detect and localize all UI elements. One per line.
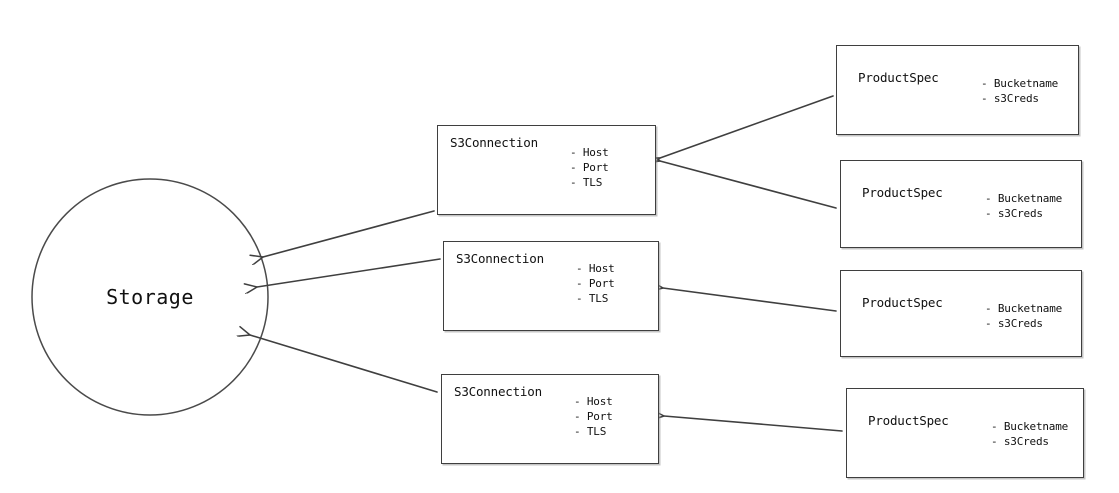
productspec-box-4[interactable] xyxy=(846,388,1084,478)
storage-circle-shape[interactable] xyxy=(31,178,269,416)
productspec-2-to-s3connection-1 xyxy=(660,161,837,209)
storage-node-label: Storage xyxy=(106,285,194,309)
field-item: - Port xyxy=(570,160,609,174)
productspec-fields-4: - Bucketname- s3Creds xyxy=(991,420,1068,450)
field-item: - Bucketname xyxy=(985,302,1063,315)
productspec-4-to-s3connection-3 xyxy=(664,416,843,432)
productspec-fields-3: - Bucketname- s3Creds xyxy=(985,302,1062,332)
productspec-title-3: ProductSpec xyxy=(862,295,943,310)
productspec-title-4: ProductSpec xyxy=(868,413,949,428)
field-item: - Host xyxy=(576,262,615,275)
field-item: - s3Creds xyxy=(981,91,1039,105)
field-item: - s3Creds xyxy=(985,206,1043,220)
s3connection-2-to-storage xyxy=(257,258,441,287)
productspec-1-to-s3connection-1 xyxy=(660,95,834,158)
field-item: - TLS xyxy=(574,424,607,438)
s3connection-fields-2: - Host- Port- TLS xyxy=(576,262,615,307)
s3connection-fields-1: - Host- Port- TLS xyxy=(570,146,609,191)
s3connection-box-1[interactable] xyxy=(437,125,656,215)
productspec-title-1: ProductSpec xyxy=(858,70,939,85)
field-item: - Bucketname xyxy=(981,77,1059,90)
connector-arrow-layer xyxy=(250,95,843,432)
s3connection-title-1: S3Connection xyxy=(450,135,538,150)
field-item: - Bucketname xyxy=(991,420,1069,433)
productspec-box-1[interactable] xyxy=(836,45,1079,135)
s3connection-3-to-storage xyxy=(250,335,438,393)
field-item: - Host xyxy=(574,395,613,408)
productspec-box-3[interactable] xyxy=(840,270,1082,357)
s3connection-box-3[interactable] xyxy=(441,374,659,464)
field-item: - Port xyxy=(574,409,613,423)
field-item: - Bucketname xyxy=(985,192,1063,205)
productspec-fields-1: - Bucketname- s3Creds xyxy=(981,77,1058,107)
s3connection-fields-3: - Host- Port- TLS xyxy=(574,395,613,440)
s3connection-title-3: S3Connection xyxy=(454,384,542,399)
field-item: - Host xyxy=(570,146,609,159)
productspec-box-2[interactable] xyxy=(840,160,1082,248)
productspec-title-2: ProductSpec xyxy=(862,185,943,200)
s3connection-1-to-storage xyxy=(263,210,435,257)
field-item: - TLS xyxy=(576,291,609,305)
s3connection-title-2: S3Connection xyxy=(456,251,544,266)
field-item: - TLS xyxy=(570,175,603,189)
field-item: - s3Creds xyxy=(991,434,1049,448)
s3connection-box-2[interactable] xyxy=(443,241,659,331)
productspec-3-to-s3connection-2 xyxy=(663,288,837,312)
productspec-fields-2: - Bucketname- s3Creds xyxy=(985,192,1062,222)
field-item: - Port xyxy=(576,276,615,290)
field-item: - s3Creds xyxy=(985,316,1043,330)
